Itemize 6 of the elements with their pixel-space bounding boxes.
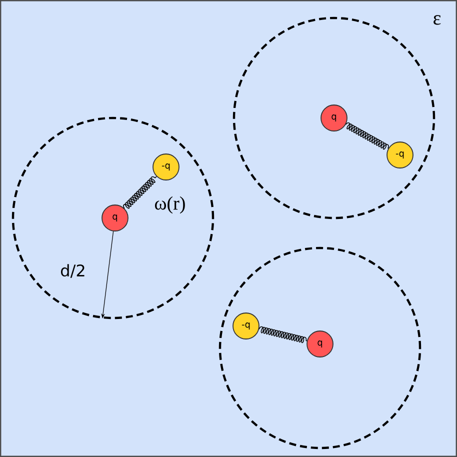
label: ε: [434, 15, 441, 25]
edge-label: ω(r): [155, 196, 185, 214]
dashed-circle: [232, 16, 436, 220]
dashed-circle: [218, 246, 422, 450]
edge-label: d/2: [61, 264, 84, 278]
dashed-circle: [12, 116, 214, 320]
